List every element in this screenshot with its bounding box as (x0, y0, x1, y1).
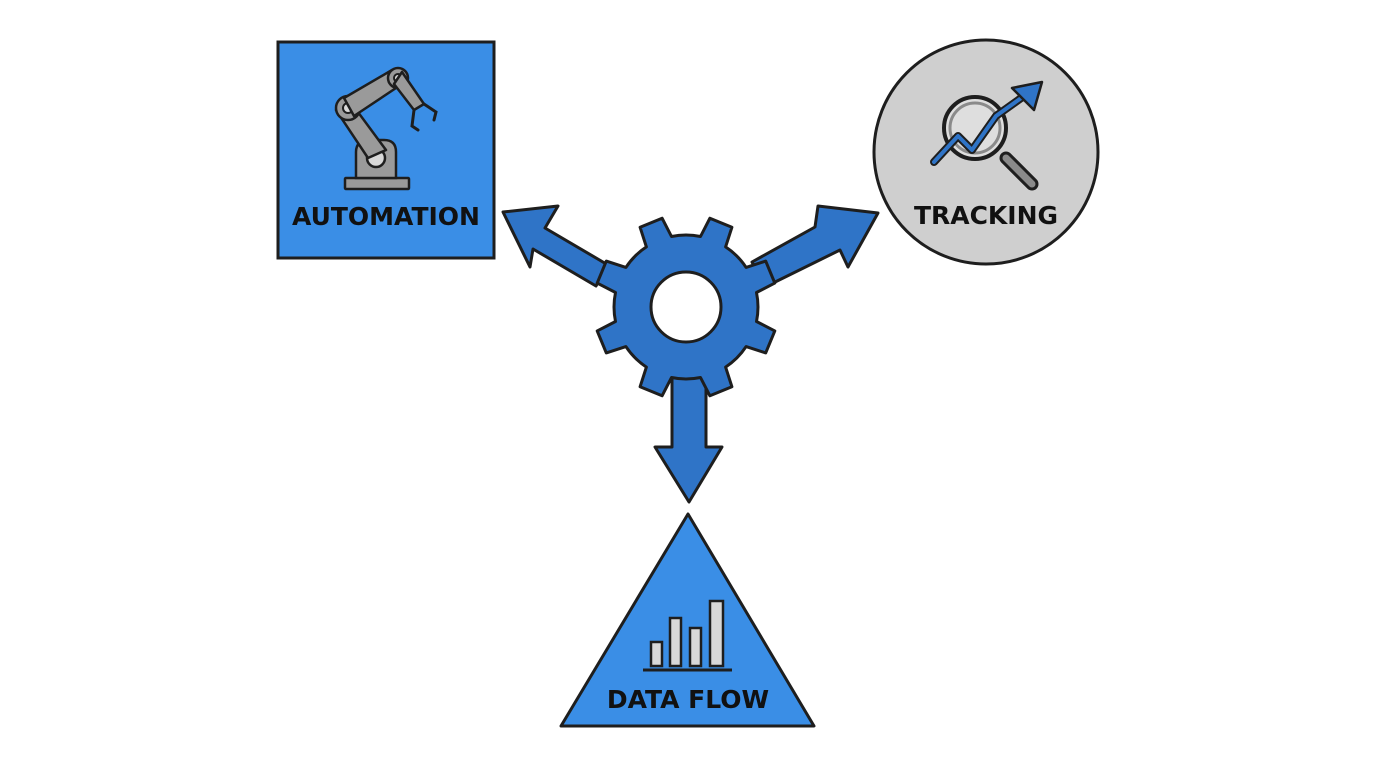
bar-chart-icon (643, 599, 732, 672)
magnifier-trend-icon (930, 80, 1044, 191)
arrow-to-tracking (750, 204, 880, 289)
tracking-label: TRACKING (914, 201, 1058, 230)
tracking-node[interactable]: TRACKING (872, 38, 1100, 266)
automation-label: AUTOMATION (292, 202, 480, 231)
data-flow-node[interactable]: DATA FLOW (559, 512, 816, 728)
gear-hole (649, 270, 723, 344)
gear-icon (595, 216, 777, 398)
robot-arm-icon (334, 66, 438, 191)
data-flow-label: DATA FLOW (607, 685, 769, 714)
arrow-to-automation (501, 204, 610, 288)
automation-node[interactable]: AUTOMATION (276, 40, 496, 260)
data-flow-triangle (559, 512, 816, 728)
